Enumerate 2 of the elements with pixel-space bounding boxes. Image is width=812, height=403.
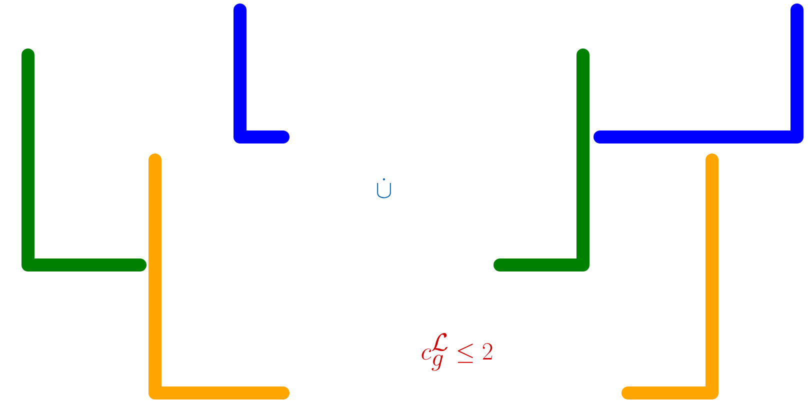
formula: $c_g^{\mathcal{L}} \leq 2$ (422, 333, 492, 371)
union-symbol: $\dot{\cup}$ (377, 178, 391, 198)
